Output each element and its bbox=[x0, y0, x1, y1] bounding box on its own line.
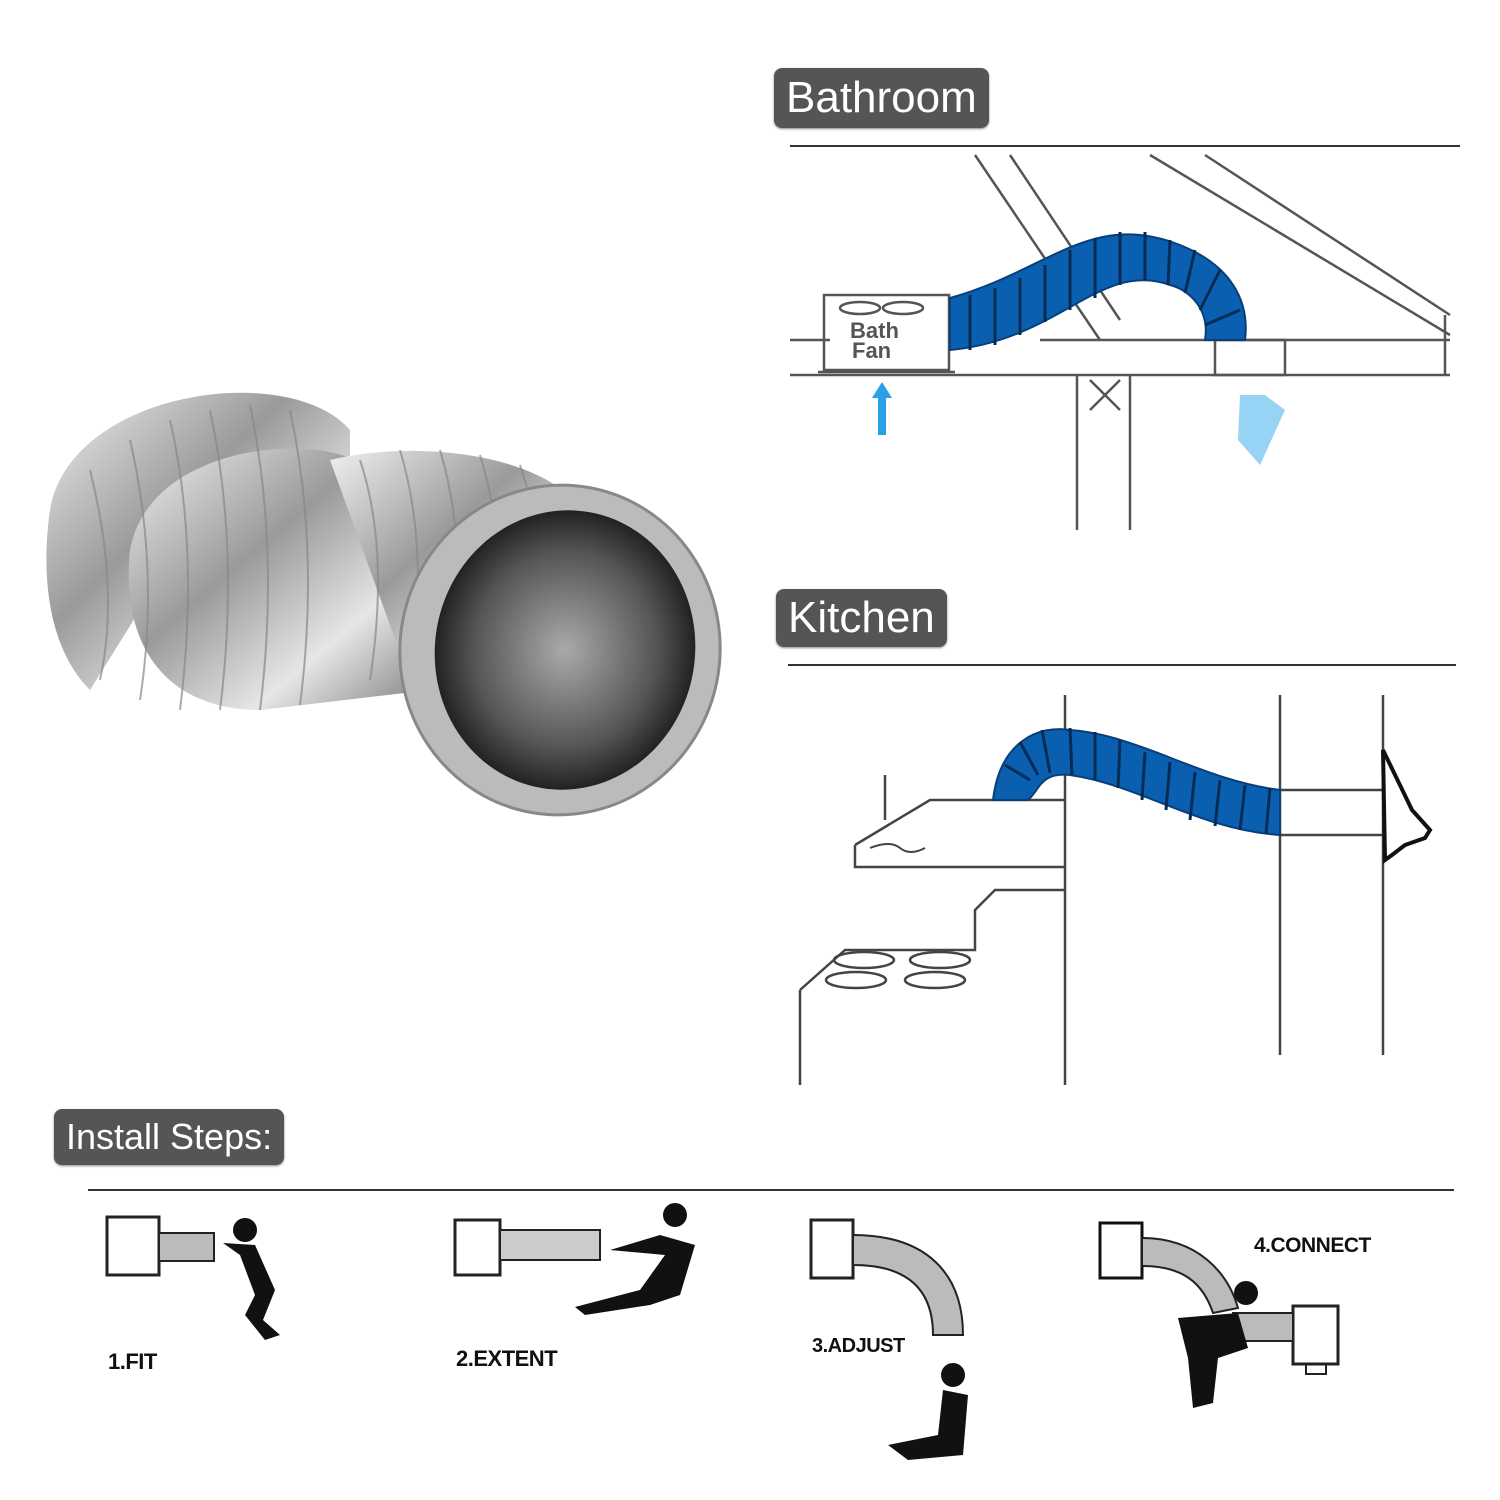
install-steps-title: Install Steps: bbox=[54, 1109, 285, 1165]
worker-figure-icon bbox=[575, 1203, 695, 1315]
step-3-illustration bbox=[809, 1218, 968, 1460]
step-2-label: 2.EXTENT bbox=[456, 1346, 558, 1371]
kitchen-section-title: Kitchen bbox=[776, 589, 947, 647]
blue-duct-bathroom bbox=[949, 233, 1247, 352]
range-hood-fan-icon bbox=[869, 843, 926, 853]
install-divider bbox=[88, 1189, 1454, 1191]
airflow-arrow-down-icon bbox=[1238, 395, 1285, 465]
step-1-label: 1.FIT bbox=[108, 1349, 157, 1374]
blue-duct-kitchen bbox=[991, 728, 1281, 837]
step-1-illustration bbox=[105, 1215, 280, 1340]
bath-fan-label-line2: Fan bbox=[852, 338, 891, 363]
kitchen-diagram bbox=[798, 695, 1433, 1085]
step-4-label: 4.CONNECT bbox=[1254, 1234, 1371, 1257]
worker-figure-icon bbox=[888, 1363, 968, 1460]
step-3-label: 3.ADJUST bbox=[812, 1335, 905, 1357]
airflow-arrow-up-icon bbox=[872, 382, 892, 435]
worker-figure-icon bbox=[1178, 1281, 1258, 1408]
foil-duct-product-image bbox=[46, 392, 722, 817]
bathroom-divider bbox=[790, 145, 1460, 147]
bath-fan-label-line1: Bath bbox=[850, 318, 899, 343]
step-2-illustration bbox=[453, 1203, 695, 1315]
kitchen-divider bbox=[788, 664, 1456, 666]
step-4-illustration bbox=[1098, 1221, 1340, 1408]
bathroom-diagram: Bath Fan bbox=[790, 153, 1451, 530]
worker-figure-icon bbox=[223, 1218, 280, 1340]
bathroom-section-title: Bathroom bbox=[774, 68, 989, 128]
wall-vent-icon bbox=[1381, 749, 1433, 864]
